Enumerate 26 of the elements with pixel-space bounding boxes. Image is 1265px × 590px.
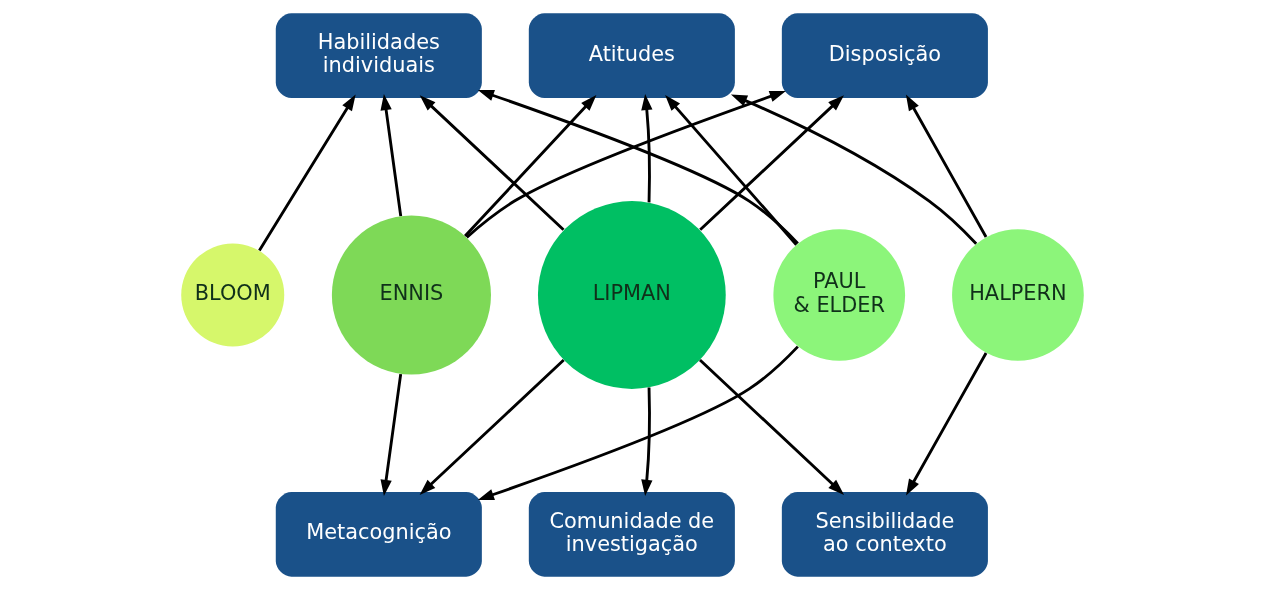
node-circle: ENNIS: [331, 215, 491, 375]
arrow: [464, 95, 597, 238]
node-box: Habilidades individuais: [275, 13, 482, 99]
arrow: [905, 94, 988, 238]
arrow: [699, 359, 845, 495]
node-circle: HALPERN: [952, 229, 1084, 361]
arrow: [730, 94, 978, 245]
arrow: [906, 352, 988, 496]
arrow: [419, 95, 565, 231]
arrow: [419, 359, 565, 495]
arrow: [380, 93, 403, 217]
node-box: Disposição: [781, 13, 988, 99]
node-box: Sensibilidade ao contexto: [781, 491, 988, 577]
node-box: Atitudes: [528, 13, 735, 99]
node-box: Comunidade de investigação: [528, 491, 735, 577]
node-circle: LIPMAN: [537, 201, 726, 389]
arrow: [477, 345, 799, 500]
arrow: [641, 387, 653, 496]
arrow: [665, 94, 798, 246]
node-box: Metacognição: [275, 491, 482, 577]
arrow: [699, 95, 844, 231]
arrow: [641, 93, 653, 203]
arrow: [380, 373, 403, 496]
arrow: [258, 94, 356, 252]
node-circle: PAUL & ELDER: [773, 229, 906, 361]
node-circle: BLOOM: [181, 243, 285, 347]
